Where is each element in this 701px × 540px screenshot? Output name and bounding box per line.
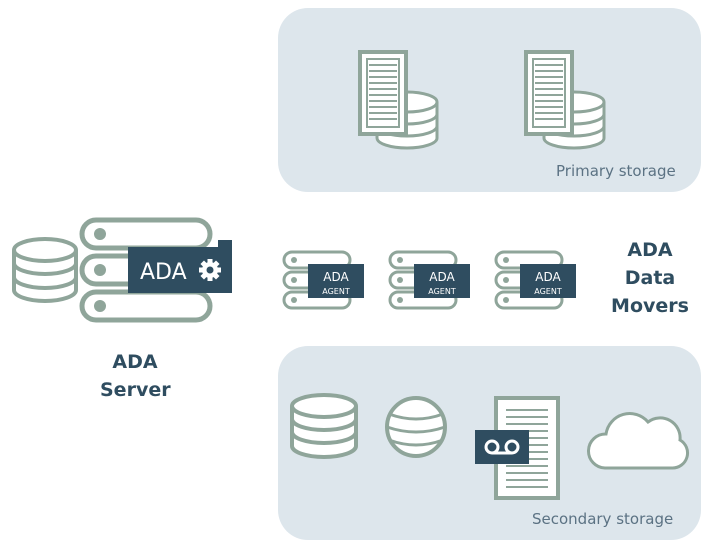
ada-server-label-line2: Server [100,379,171,401]
data-mover-2: ADA AGENT [388,250,470,310]
gear-icon [199,259,221,281]
primary-storage-label: Primary storage [556,162,676,180]
disk-storage-icon [290,393,358,459]
ada-data-movers-label: ADA Data Movers [608,236,692,320]
data-mover-1: ADA AGENT [282,250,364,310]
data-mover-2-badge-sub: AGENT [428,287,456,296]
ada-server-label-line1: ADA [112,351,158,373]
ada-data-movers-label-line1: ADA [627,239,673,261]
data-mover-2-badge-title: ADA [429,270,455,284]
cloud-icon [587,412,690,470]
data-mover-1-badge-sub: AGENT [322,287,350,296]
ada-server-database-icon [12,237,78,303]
ada-server-badge: ADA [128,240,232,293]
secondary-storage-label: Secondary storage [532,510,674,528]
object-storage-icon [385,396,447,458]
primary-server-2 [524,50,606,150]
data-mover-3: ADA AGENT [494,250,576,310]
data-mover-1-badge-title: ADA [323,270,349,284]
ada-data-movers-label-line2: Data [624,267,676,289]
data-mover-3-badge-title: ADA [535,270,561,284]
ada-data-movers-label-line3: Movers [611,295,689,317]
primary-server-1 [358,50,439,150]
ada-server-badge-text: ADA [140,260,187,285]
data-mover-3-badge-sub: AGENT [534,287,562,296]
primary-storage-panel [278,8,701,192]
tape-icon [475,430,529,464]
ada-server-label: ADA Server [100,348,171,404]
